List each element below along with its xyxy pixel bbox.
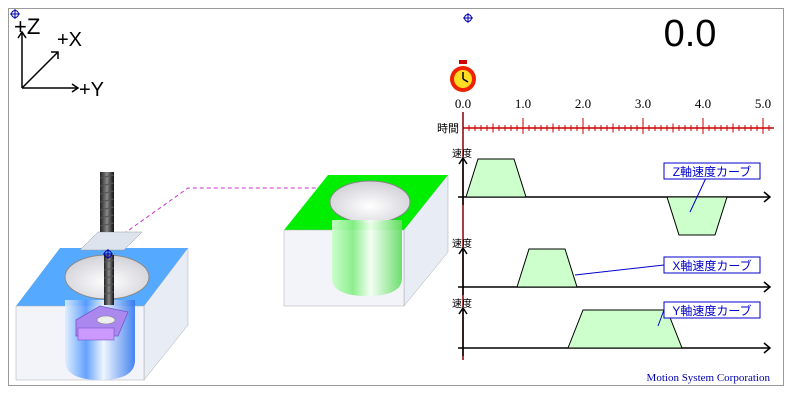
x-velocity-curve bbox=[516, 248, 578, 288]
arrow-up-icon bbox=[458, 306, 468, 315]
x-curve-label: X軸速度カーブ bbox=[574, 256, 761, 276]
velocity-chart-x: 速度 bbox=[452, 237, 772, 295]
target-block bbox=[283, 174, 449, 307]
axis-label-z: +Z bbox=[14, 14, 40, 39]
tick-label: 0.0 bbox=[455, 96, 471, 111]
crosshair-icon bbox=[103, 249, 113, 259]
y-curve-label-text: Y軸速度カーブ bbox=[672, 303, 751, 318]
time-axis-tick-labels: 0.0 1.0 2.0 3.0 4.0 5.0 bbox=[455, 96, 771, 111]
axis-label-y: +Y bbox=[79, 79, 104, 101]
axis-label-x: +X bbox=[57, 29, 82, 51]
velocity-label: 速度 bbox=[452, 147, 472, 160]
stopwatch-icon bbox=[450, 60, 476, 92]
tick-label: 4.0 bbox=[695, 96, 711, 111]
tick-label: 5.0 bbox=[755, 96, 771, 111]
axes-indicator bbox=[17, 30, 80, 93]
timer-display: 0.0 bbox=[664, 13, 717, 55]
velocity-label: 速度 bbox=[452, 297, 472, 310]
arrow-right-icon bbox=[763, 191, 772, 203]
crosshair-icon bbox=[463, 13, 473, 23]
tick-label: 3.0 bbox=[635, 96, 651, 111]
arrow-up-icon bbox=[458, 156, 468, 165]
y-curve-label: Y軸速度カーブ bbox=[657, 301, 761, 327]
company-footer: Motion System Corporation bbox=[647, 372, 771, 384]
time-axis-label: 時間 bbox=[437, 122, 459, 135]
velocity-chart-z: 速度 bbox=[452, 147, 772, 236]
x-curve-label-text: X軸速度カーブ bbox=[672, 258, 751, 273]
arrow-up-icon bbox=[458, 246, 468, 255]
z-velocity-curve bbox=[465, 158, 728, 236]
crosshair-icon bbox=[10, 9, 20, 19]
tick-label: 1.0 bbox=[515, 96, 531, 111]
tick-label: 2.0 bbox=[575, 96, 591, 111]
z-curve-label: Z軸速度カーブ bbox=[663, 162, 761, 213]
velocity-label: 速度 bbox=[452, 237, 472, 250]
diagram-frame bbox=[8, 8, 784, 386]
time-axis-ticks bbox=[462, 118, 770, 134]
z-curve-label-text: Z軸速度カーブ bbox=[673, 164, 752, 179]
arrow-right-icon bbox=[763, 342, 772, 354]
velocity-chart-y: 速度 bbox=[452, 297, 772, 356]
source-block bbox=[15, 172, 189, 381]
arrow-right-icon bbox=[763, 281, 772, 293]
